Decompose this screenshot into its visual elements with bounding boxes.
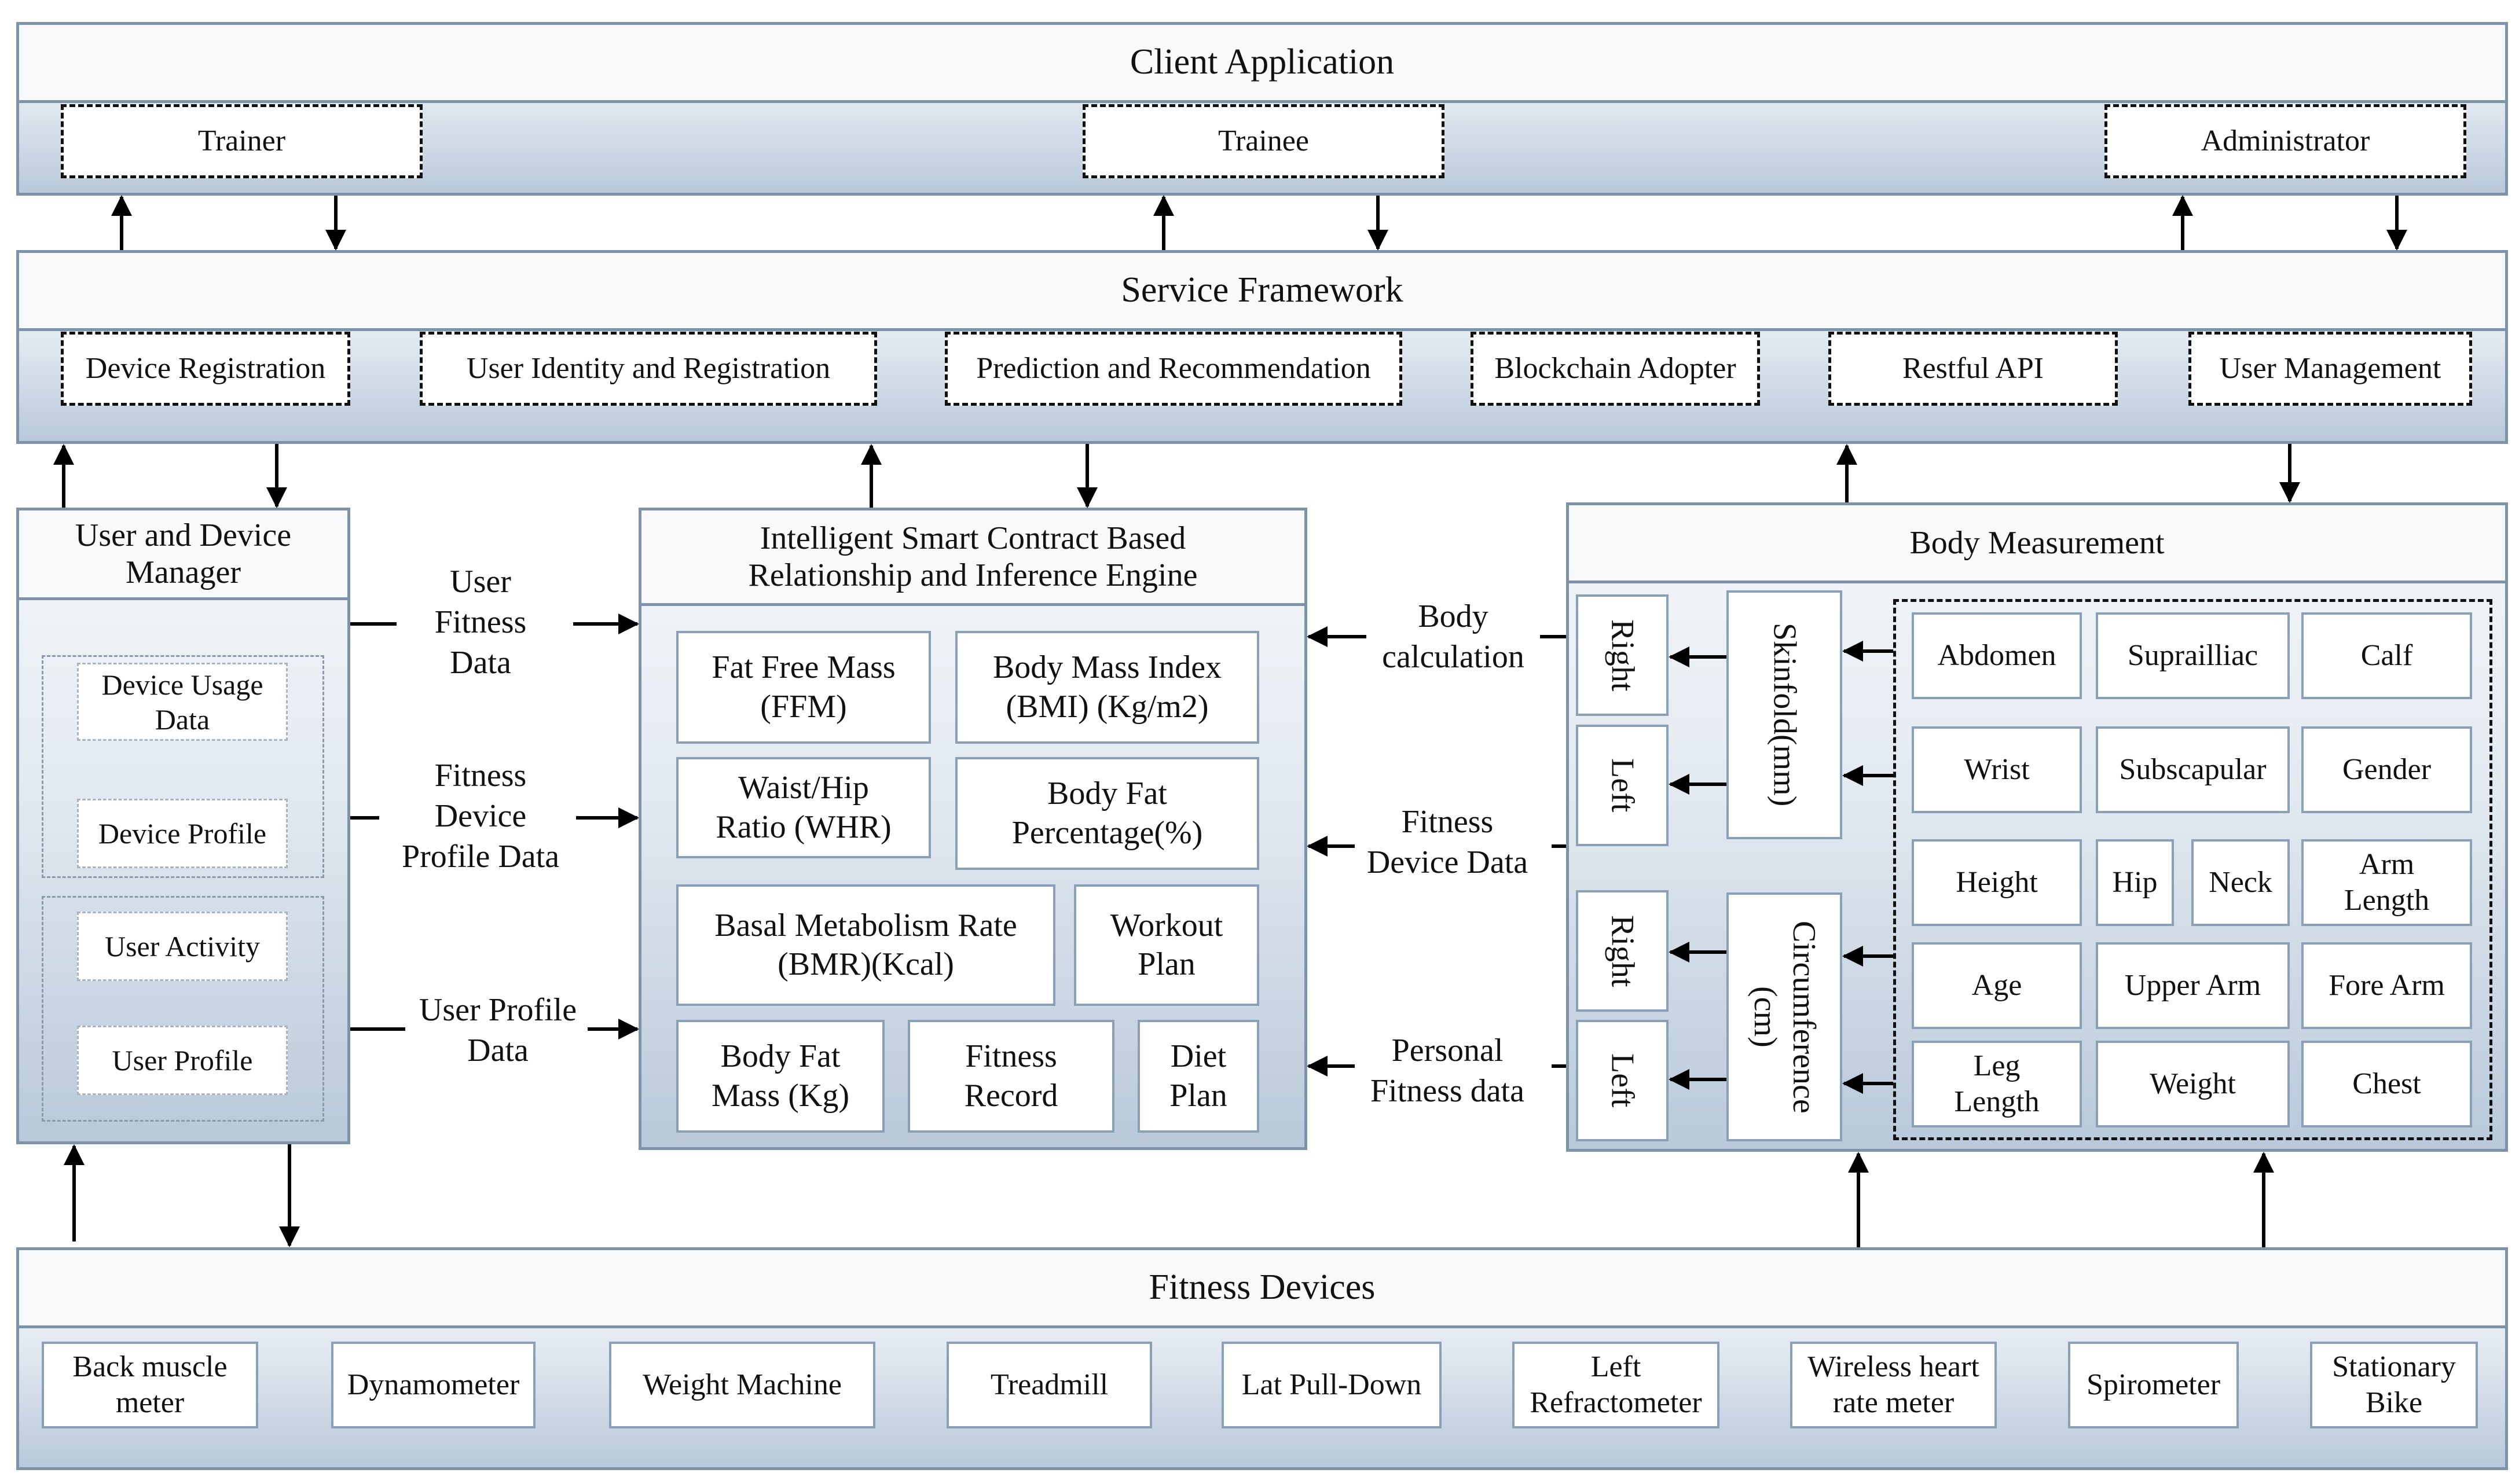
- metric-ffm: Fat Free Mass (FFM): [676, 631, 931, 744]
- device-spirometer: Spirometer: [2068, 1342, 2239, 1428]
- device-left-refractometer: Left Refractometer: [1512, 1342, 1719, 1428]
- site-gender: Gender: [2301, 726, 2472, 813]
- user-profile: User Profile: [77, 1026, 288, 1095]
- site-abdomen: Abdomen: [1912, 612, 2082, 699]
- label-body-calculation: Body calculation: [1382, 598, 1524, 675]
- engine-title: Intelligent Smart Contract Based Relatio…: [641, 510, 1304, 606]
- site-fore-arm: Fore Arm: [2301, 942, 2472, 1029]
- circumference-left: Left: [1576, 1020, 1669, 1141]
- skinfold-label: Skinfold(mm): [1726, 590, 1842, 839]
- site-hip: Hip: [2096, 839, 2174, 926]
- fitness-devices-title: Fitness Devices: [19, 1250, 2505, 1328]
- service-user-identity: User Identity and Registration: [420, 332, 877, 406]
- label-fitness-device-profile-data: Fitness Device Profile Data: [401, 758, 560, 875]
- device-data-group: [42, 655, 324, 878]
- site-calf: Calf: [2301, 612, 2472, 699]
- device-profile: Device Profile: [77, 799, 288, 868]
- metric-whr: Waist/Hip Ratio (WHR): [676, 757, 931, 858]
- role-administrator: Administrator: [2104, 104, 2466, 178]
- user-activity: User Activity: [77, 912, 288, 981]
- device-wireless-heart-rate-meter: Wireless heart rate meter: [1790, 1342, 1997, 1428]
- label-fitness-device-data: Fitness Device Data: [1366, 804, 1528, 880]
- site-height: Height: [1912, 839, 2082, 926]
- skinfold-left: Left: [1576, 725, 1669, 846]
- user-device-manager-title: User and Device Manager: [19, 510, 347, 600]
- circumference-right: Right: [1576, 890, 1669, 1012]
- circumference-label: Circumference (cm): [1726, 892, 1842, 1141]
- metric-diet: Diet Plan: [1138, 1020, 1259, 1133]
- site-arm-length: Arm Length: [2301, 839, 2472, 926]
- site-chest: Chest: [2301, 1041, 2472, 1127]
- service-framework-title: Service Framework: [19, 253, 2505, 331]
- user-data-group: [42, 896, 324, 1122]
- site-subscapular: Subscapular: [2096, 726, 2290, 813]
- measurement-sites-group: [1893, 599, 2492, 1140]
- device-usage-data: Device Usage Data: [77, 663, 288, 741]
- site-upper-arm: Upper Arm: [2096, 942, 2290, 1029]
- metric-bfm: Body Fat Mass (Kg): [676, 1020, 885, 1133]
- metric-bmr: Basal Metabolism Rate (BMR)(Kcal): [676, 884, 1055, 1006]
- label-user-profile-data: User Profile Data: [419, 992, 577, 1068]
- metric-bmi: Body Mass Index (BMI) (Kg/m2): [955, 631, 1259, 744]
- device-stationary-bike: Stationary Bike: [2310, 1342, 2478, 1428]
- device-dynamometer: Dynamometer: [331, 1342, 536, 1428]
- site-age: Age: [1912, 942, 2082, 1029]
- site-suprailliac: Suprailliac: [2096, 612, 2290, 699]
- metric-bfp: Body Fat Percentage(%): [955, 757, 1259, 870]
- service-restful-api: Restful API: [1828, 332, 2118, 406]
- service-blockchain: Blockchain Adopter: [1471, 332, 1760, 406]
- client-application-title: Client Application: [19, 25, 2505, 103]
- role-trainee: Trainee: [1083, 104, 1444, 178]
- device-back-muscle-meter: Back muscle meter: [42, 1342, 258, 1428]
- service-prediction: Prediction and Recommendation: [945, 332, 1402, 406]
- service-device-registration: Device Registration: [61, 332, 350, 406]
- metric-record: Fitness Record: [908, 1020, 1114, 1133]
- role-trainer: Trainer: [61, 104, 423, 178]
- label-personal-fitness-data: Personal Fitness data: [1370, 1033, 1524, 1109]
- metric-workout: Workout Plan: [1074, 884, 1259, 1006]
- site-neck: Neck: [2191, 839, 2290, 926]
- site-weight: Weight: [2096, 1041, 2290, 1127]
- body-measurement-title: Body Measurement: [1569, 505, 2505, 583]
- site-leg-length: Leg Length: [1912, 1041, 2082, 1127]
- service-user-management: User Management: [2188, 332, 2472, 406]
- skinfold-right: Right: [1576, 594, 1669, 716]
- site-wrist: Wrist: [1912, 726, 2082, 813]
- device-lat-pull-down: Lat Pull-Down: [1222, 1342, 1442, 1428]
- device-weight-machine: Weight Machine: [609, 1342, 875, 1428]
- device-treadmill: Treadmill: [947, 1342, 1152, 1428]
